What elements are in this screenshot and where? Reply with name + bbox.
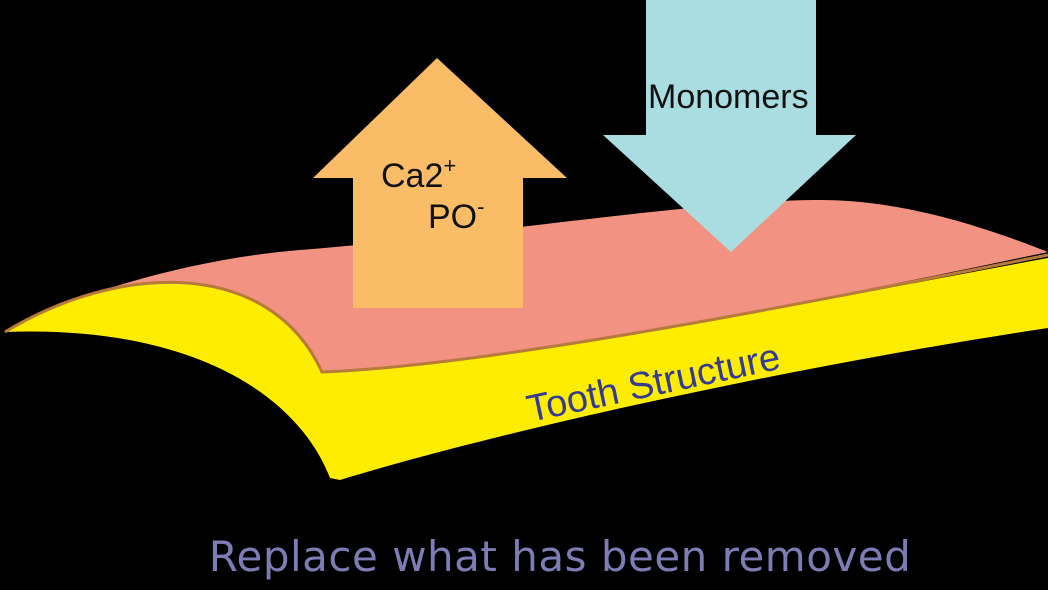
surface-layer [5, 200, 1048, 372]
tooth-structure-slab [5, 258, 1048, 480]
ca-superscript: + [443, 153, 456, 178]
up-arrow-label-ca: Ca2+ [381, 153, 456, 195]
down-arrow [603, 0, 856, 252]
up-arrow-label-po: PO- [428, 194, 484, 236]
up-arrow [313, 58, 567, 308]
layer-edge-line [4, 253, 1048, 374]
diagram-caption: Replace what has been removed [208, 532, 912, 581]
po-base-text: PO [428, 198, 477, 236]
down-arrow-label: Monomers [648, 78, 809, 116]
po-superscript: - [477, 194, 484, 219]
ca-base-text: Ca2 [381, 157, 443, 195]
